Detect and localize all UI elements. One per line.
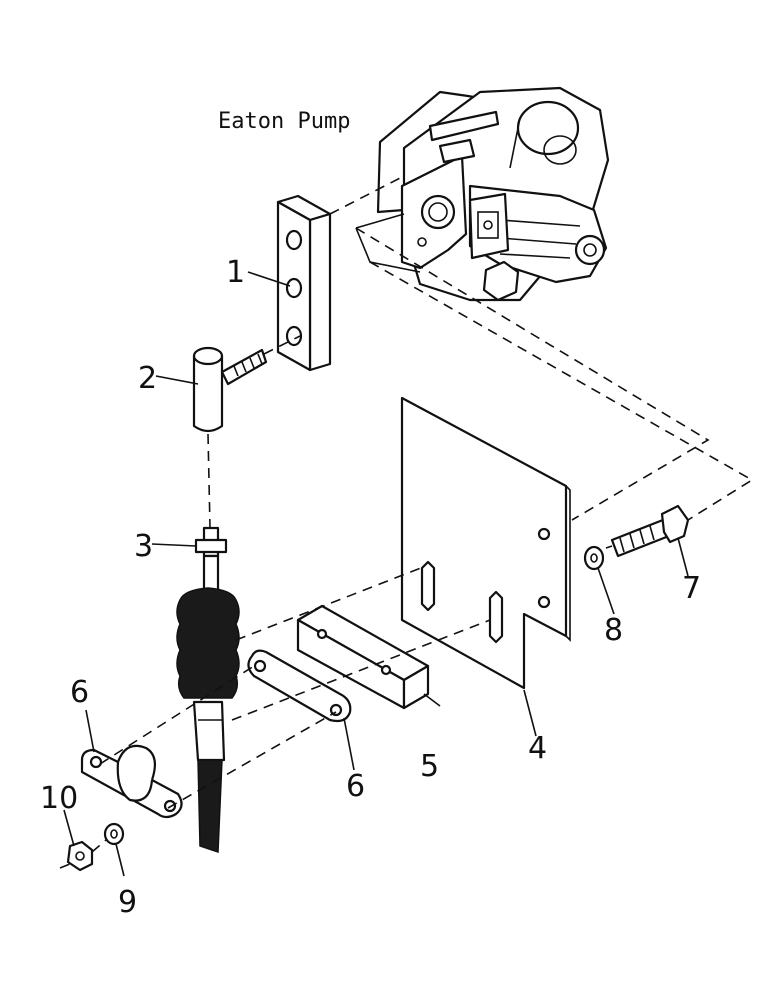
hex-nut xyxy=(66,840,94,872)
bracket-bar xyxy=(276,194,332,372)
callout-labels: 1 2 3 4 5 6 6 7 8 9 10 xyxy=(40,255,701,920)
callout-6-clamp: 6 xyxy=(70,675,89,710)
callout-2: 2 xyxy=(138,361,157,396)
callout-10: 10 xyxy=(40,781,78,816)
cable-clamp xyxy=(80,744,183,819)
assembly-lines xyxy=(59,175,754,869)
leader-lines xyxy=(63,271,689,877)
eaton-pump xyxy=(355,86,610,302)
callout-4: 4 xyxy=(528,731,547,766)
callout-8: 8 xyxy=(604,613,623,648)
callout-9: 9 xyxy=(118,885,137,920)
control-cable xyxy=(176,526,240,854)
link-plate xyxy=(247,649,352,723)
callout-3: 3 xyxy=(134,529,153,564)
pump-title: Eaton Pump xyxy=(218,109,350,134)
washer-small xyxy=(103,822,125,846)
mounting-plate xyxy=(400,396,571,690)
callout-1: 1 xyxy=(226,255,245,290)
callout-7: 7 xyxy=(682,571,701,606)
callout-5: 5 xyxy=(420,749,439,784)
washer-large xyxy=(583,545,605,571)
callout-6-plate: 6 xyxy=(346,769,365,804)
hex-bolt xyxy=(610,504,690,558)
pivot-stud xyxy=(192,346,268,433)
spacer-block xyxy=(296,604,430,710)
